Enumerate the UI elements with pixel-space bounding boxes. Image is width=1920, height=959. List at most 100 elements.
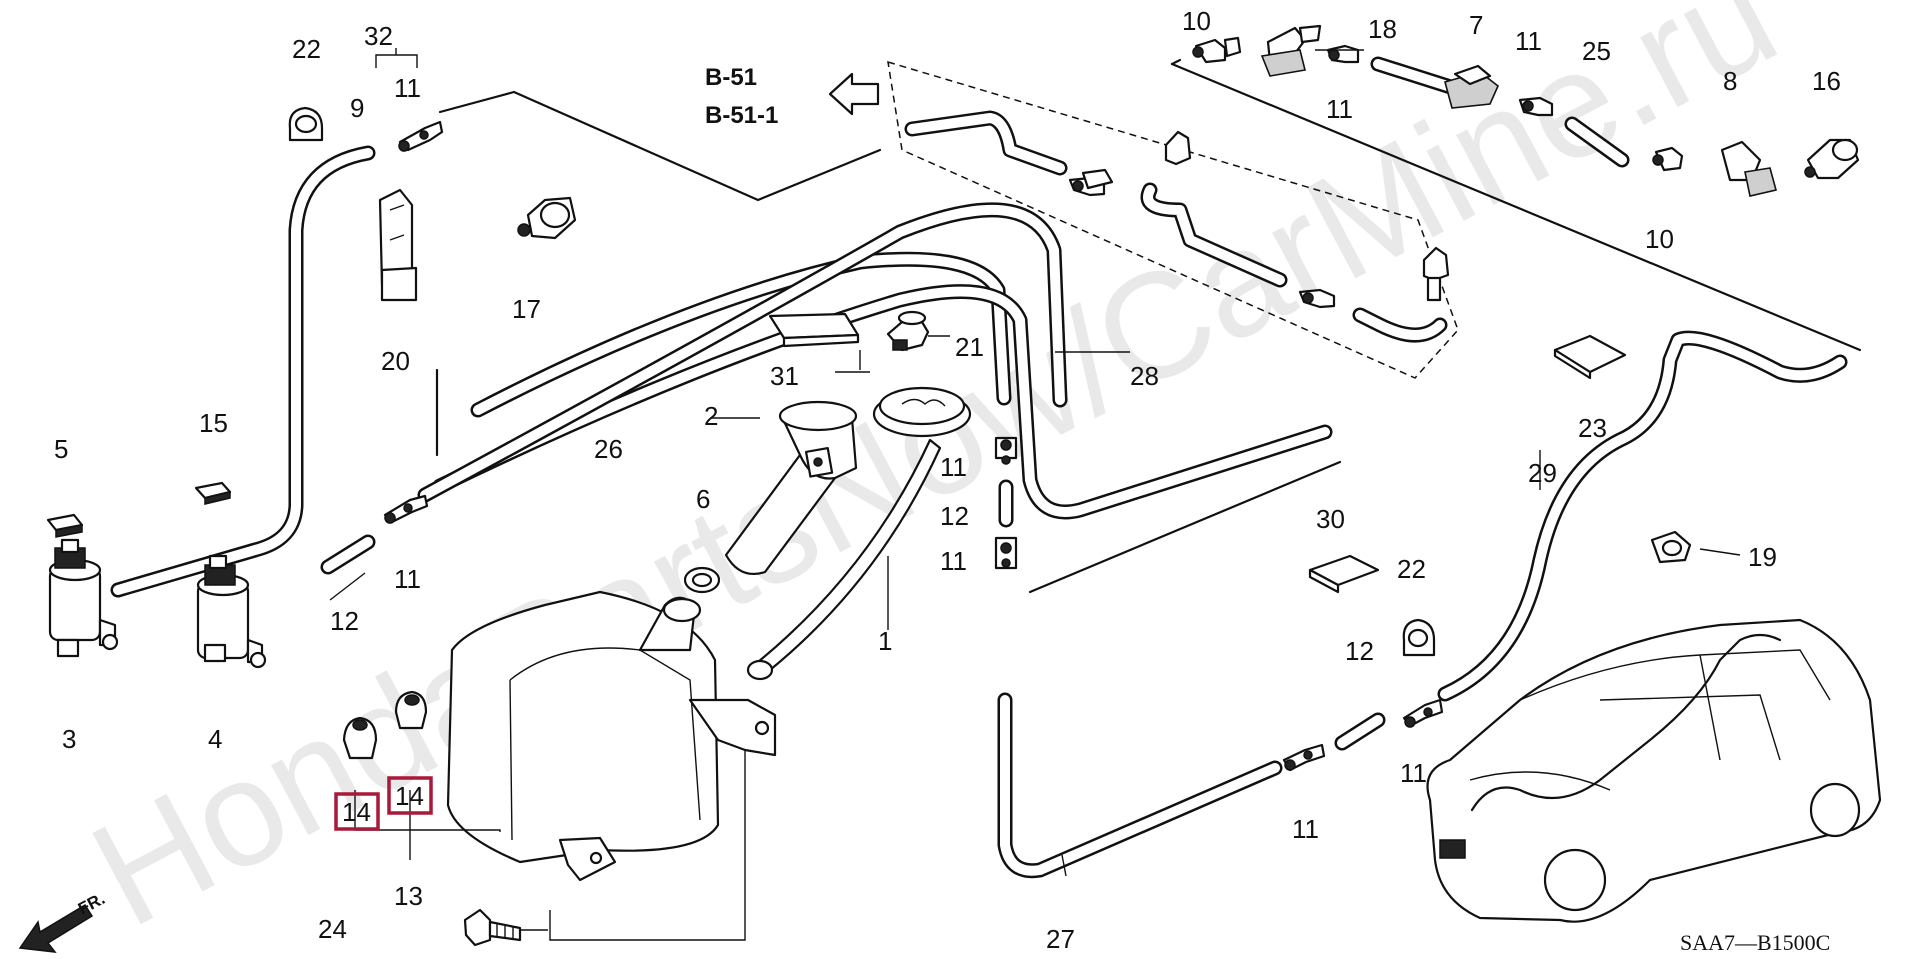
callout-21[interactable]: 21 [955,332,984,362]
callout-6[interactable]: 6 [696,484,710,514]
bolt-24[interactable] [463,908,522,947]
rear-nozzle-lower[interactable] [1422,246,1450,302]
callout-17[interactable]: 17 [512,294,541,324]
hose-main-to-tank [417,202,1068,503]
callout-13[interactable]: 13 [394,881,423,911]
clip-20[interactable] [378,188,418,302]
joint-11-g[interactable] [1326,44,1360,64]
filler-cap[interactable] [746,386,972,681]
callout-11-c[interactable]: 11 [940,452,967,482]
callout-14-right-box[interactable] [387,776,433,815]
callout-22-right[interactable]: 22 [1397,554,1426,584]
grommet-21[interactable] [886,310,930,352]
callout-19[interactable]: 19 [1748,542,1777,572]
washer-tank[interactable] [446,590,777,882]
callout-14-left[interactable]: 14 [342,797,371,827]
hose-12-right [1334,712,1386,751]
diagram-code: SAA7—B1500C [1680,930,1830,955]
callouts: 22 32 9 11 20 17 15 5 3 4 12 11 26 31 21… [54,6,1841,954]
hose-29 [1437,330,1848,702]
nozzle-16[interactable] [1804,138,1860,180]
callout-31[interactable]: 31 [770,361,799,391]
callout-7[interactable]: 7 [1469,10,1483,40]
pad-30[interactable] [1308,554,1380,594]
callout-10-right[interactable]: 10 [1645,224,1674,254]
grommet-14-left[interactable] [342,716,378,760]
joint-11-f[interactable] [1402,698,1444,728]
callout-24[interactable]: 24 [318,914,347,944]
callout-14-left-box[interactable] [334,792,380,831]
callout-22-top[interactable]: 22 [292,34,321,64]
frame-lines [435,58,1862,594]
hose-27 [997,692,1283,879]
pad-23[interactable] [1553,334,1627,380]
callout-32[interactable]: 32 [364,21,393,51]
callout-30[interactable]: 30 [1316,504,1345,534]
callout-15[interactable]: 15 [199,408,228,438]
hose-9 [110,145,376,598]
joint-rear-top[interactable] [1081,168,1114,190]
joint-11-h[interactable] [1518,96,1554,117]
callout-23[interactable]: 23 [1578,413,1607,443]
front-direction-arrow: FR. [18,889,108,953]
callout-11-d[interactable]: 11 [940,546,967,576]
dashed-boundary [887,60,1459,379]
callout-25[interactable]: 25 [1582,36,1611,66]
filler-neck[interactable] [724,400,858,576]
seal-5[interactable] [46,513,84,538]
seal-15[interactable] [194,481,232,505]
callout-8[interactable]: 8 [1723,66,1737,96]
callout-11-h[interactable]: 11 [1515,26,1542,56]
joint-11-b[interactable] [383,494,429,524]
rear-nozzle-upper[interactable] [1164,130,1192,166]
callout-11-f[interactable]: 11 [1400,758,1427,788]
grommet-17[interactable] [517,196,577,240]
ref-b-51-1[interactable]: B-51-1 [705,102,778,129]
washer-pump-3[interactable] [48,538,119,658]
hose-25 [1564,116,1630,168]
callout-12-right[interactable]: 12 [1345,636,1374,666]
callout-3[interactable]: 3 [62,724,76,754]
callout-18[interactable]: 18 [1368,14,1397,44]
callout-9[interactable]: 9 [350,93,364,123]
pad-31[interactable] [768,312,860,348]
callout-20[interactable]: 20 [381,346,410,376]
callout-11-g[interactable]: 11 [1326,94,1353,124]
callout-28[interactable]: 28 [1130,361,1159,391]
seal-ring[interactable] [683,566,721,594]
car-illustration [1426,618,1882,923]
joint-11-a[interactable] [398,120,444,152]
joint-10-top[interactable] [1192,36,1242,64]
callout-29[interactable]: 29 [1528,458,1557,488]
callout-12-center[interactable]: 12 [940,501,969,531]
clamp-22-right[interactable] [1402,618,1436,657]
callout-5[interactable]: 5 [54,434,68,464]
callout-27[interactable]: 27 [1046,924,1075,954]
clamp-22-top[interactable] [288,106,324,142]
check-valve-7[interactable] [1444,64,1499,109]
callout-12-left[interactable]: 12 [330,606,359,636]
ref-b-51[interactable]: B-51 [705,64,757,91]
check-valve-8[interactable] [1720,140,1777,197]
callout-26[interactable]: 26 [594,434,623,464]
washer-pump-4[interactable] [196,554,267,669]
reference-arrow[interactable] [828,72,880,116]
callout-10-top[interactable]: 10 [1182,6,1211,36]
joint-10-right[interactable] [1652,146,1684,172]
callout-2[interactable]: 2 [704,401,718,431]
callout-11-e[interactable]: 11 [1292,814,1319,844]
callout-16[interactable]: 16 [1812,66,1841,96]
check-valve-18[interactable] [1260,24,1322,77]
callout-11-b[interactable]: 11 [394,564,421,594]
grommet-14-right[interactable] [394,690,428,730]
leader-lines [329,48,1741,941]
callout-14-right[interactable]: 14 [395,781,424,811]
callout-4[interactable]: 4 [208,724,222,754]
callout-1[interactable]: 1 [878,626,892,656]
joint-11-e[interactable] [1282,743,1326,772]
joint-11-c[interactable] [994,436,1018,465]
callout-11-a[interactable]: 11 [394,73,421,103]
joint-11-d[interactable] [994,536,1018,570]
clamp-19[interactable] [1650,530,1692,564]
